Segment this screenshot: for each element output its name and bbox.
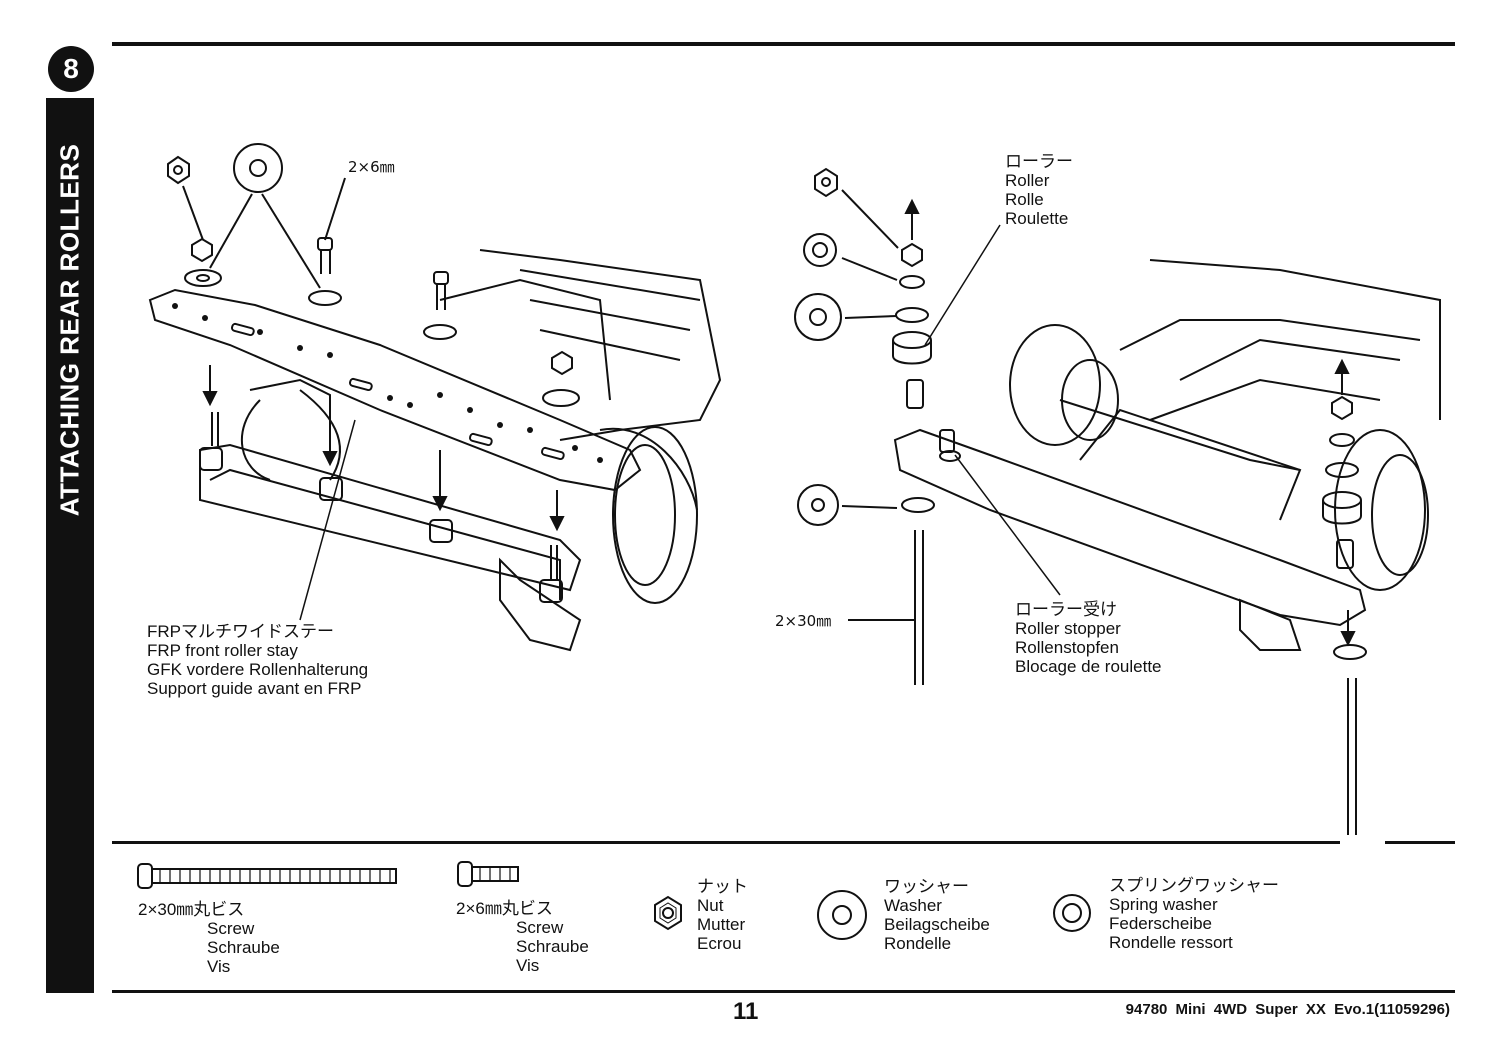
legend-nut-jp: ナット bbox=[697, 877, 748, 896]
legend-nut-en: Nut bbox=[697, 896, 724, 915]
loose-nut-icon bbox=[814, 167, 838, 198]
roller-stopper-label-fr: Blocage de roulette bbox=[1015, 657, 1162, 676]
long-screw-dimension: 2×30㎜ bbox=[775, 612, 832, 630]
legend-long-screw-fr: Vis bbox=[207, 957, 231, 976]
legend-nut-fr: Ecrou bbox=[697, 934, 742, 953]
roller-label: ローラー Roller Rolle Roulette bbox=[1005, 152, 1073, 228]
legend-short-screw-fr: Vis bbox=[516, 956, 540, 975]
loose-nut-icon bbox=[167, 155, 190, 185]
frp-stay-label: FRPマルチワイドステー FRP front roller stay GFK v… bbox=[147, 622, 368, 698]
legend-washer-jp: ワッシャー bbox=[884, 877, 969, 896]
legend-long-screw-en: Screw bbox=[207, 919, 255, 938]
nut-icon bbox=[654, 895, 682, 931]
long-screw-icon bbox=[137, 863, 397, 889]
legend-short-screw-jp: 2×6㎜丸ビス bbox=[456, 899, 553, 918]
legend-washer-en: Washer bbox=[884, 896, 942, 915]
spring-washer-icon bbox=[1053, 894, 1091, 932]
roller-stopper-label-en: Roller stopper bbox=[1015, 619, 1121, 638]
legend-washer-de: Beilagscheibe bbox=[884, 915, 990, 934]
roller-label-en: Roller bbox=[1005, 171, 1050, 190]
loose-washer-icon bbox=[794, 293, 842, 341]
legend-long-screw-de: Schraube bbox=[207, 938, 280, 957]
bottom-rule bbox=[112, 990, 1455, 993]
legend-spring-washer: スプリングワッシャー Spring washer Federscheibe Ro… bbox=[1109, 876, 1279, 952]
frp-stay-label-de: GFK vordere Rollenhalterung bbox=[147, 660, 369, 679]
frp-stay-label-en: FRP front roller stay bbox=[147, 641, 298, 660]
legend-top-rule-left bbox=[112, 841, 1340, 844]
roller-stopper-label-jp: ローラー受け bbox=[1015, 600, 1117, 619]
legend-washer: ワッシャー Washer Beilagscheibe Rondelle bbox=[884, 877, 990, 953]
legend-long-screw: 2×30㎜丸ビス Screw Schraube Vis bbox=[138, 900, 280, 976]
roller-label-fr: Roulette bbox=[1005, 209, 1069, 228]
legend-spring-washer-jp: スプリングワッシャー bbox=[1109, 876, 1279, 895]
page-number: 11 bbox=[733, 998, 759, 1025]
rear-stay-shape bbox=[893, 428, 1367, 627]
top-rule bbox=[112, 42, 1455, 46]
step-number: 8 bbox=[48, 46, 94, 92]
frp-roller-stay-shape bbox=[148, 288, 642, 492]
frp-stay-label-fr: Support guide avant en FRP bbox=[147, 679, 362, 698]
legend-spring-washer-fr: Rondelle ressort bbox=[1109, 933, 1233, 952]
legend-long-screw-jp: 2×30㎜丸ビス bbox=[138, 900, 245, 919]
washer-icon bbox=[817, 890, 867, 940]
step-title-bar bbox=[46, 98, 94, 993]
short-screw-dimension: 2×6㎜ bbox=[348, 158, 395, 176]
legend-nut: ナット Nut Mutter Ecrou bbox=[697, 877, 748, 953]
roller-label-jp: ローラー bbox=[1005, 152, 1073, 171]
legend-short-screw-en: Screw bbox=[516, 918, 564, 937]
legend-short-screw: 2×6㎜丸ビス Screw Schraube Vis bbox=[456, 899, 589, 975]
legend-top-rule-right bbox=[1385, 841, 1455, 844]
legend-short-screw-de: Schraube bbox=[516, 937, 589, 956]
lower-washer-icon bbox=[797, 484, 839, 526]
footer-product-code: 94780 Mini 4WD Super XX Evo.1(11059296) bbox=[1125, 1001, 1450, 1018]
legend-spring-washer-de: Federscheibe bbox=[1109, 914, 1213, 933]
legend-nut-de: Mutter bbox=[697, 915, 746, 934]
loose-spring-washer-icon bbox=[803, 233, 837, 267]
frp-stay-label-jp: FRPマルチワイドステー bbox=[147, 622, 334, 641]
loose-washer-icon bbox=[233, 143, 283, 193]
roller-stopper-label: ローラー受け Roller stopper Rollenstopfen Bloc… bbox=[1015, 600, 1162, 676]
legend-spring-washer-en: Spring washer bbox=[1109, 895, 1218, 914]
legend-washer-fr: Rondelle bbox=[884, 934, 952, 953]
roller-stopper-label-de: Rollenstopfen bbox=[1015, 638, 1119, 657]
roller-label-de: Rolle bbox=[1005, 190, 1044, 209]
short-screw-icon bbox=[457, 861, 519, 887]
